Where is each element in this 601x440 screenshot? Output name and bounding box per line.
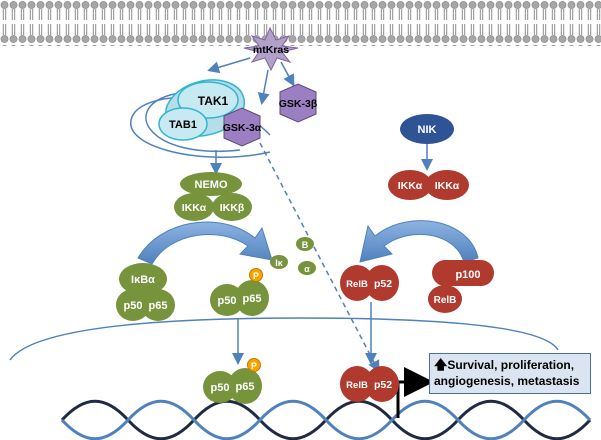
cell-membrane — [0, 0, 601, 46]
mtkras-node[interactable]: mtKras — [243, 26, 299, 72]
arrow-mtkras-tak1 — [207, 57, 251, 74]
dashed-arrow-gsk3a-relb — [259, 142, 380, 373]
p100-relb-complex[interactable]: p100 RelB — [428, 260, 494, 313]
p65-b-label: p65 — [243, 293, 262, 305]
gsk3a-node[interactable]: GSK-3α — [223, 107, 262, 147]
outcome-text-1: Survival, proliferation, — [447, 358, 575, 372]
canonical-activation-arrow — [137, 221, 273, 265]
p65-c-label: p65 — [236, 381, 255, 393]
p50-p65-phospho-cytoplasm[interactable]: P p50 p65 — [210, 268, 269, 317]
p50-a-label: p50 — [124, 300, 143, 312]
nik-node[interactable]: NIK — [400, 114, 454, 144]
ikk-complex[interactable]: NEMO IKKα IKKβ — [174, 172, 252, 221]
outcome-box: 🡅Survival, proliferation, angiogenesis, … — [429, 353, 591, 394]
ikkb-label: IKKβ — [220, 202, 245, 214]
fragment-b-label: B — [302, 240, 309, 250]
transcription-arrow — [396, 367, 434, 418]
up-arrow-icon: 🡅 — [434, 357, 448, 372]
p50-b-label: p50 — [218, 295, 237, 307]
outcome-line-1: 🡅Survival, proliferation, — [434, 357, 586, 373]
gsk3b-label: GSK-3β — [279, 98, 318, 110]
ikba-p50-p65-complex[interactable]: IκBα p50 p65 — [116, 263, 175, 321]
ikba-label: IκBα — [131, 274, 155, 286]
p65-a-label: p65 — [149, 300, 168, 312]
ikka-left-label: IKKα — [182, 202, 207, 214]
nemo-label: NEMO — [195, 179, 228, 191]
tab1-label: TAB1 — [169, 119, 197, 131]
gsk3a-label: GSK-3α — [223, 122, 262, 134]
dna-helix — [60, 399, 592, 440]
relb-a-label: RelB — [346, 279, 368, 290]
gsk3b-node[interactable]: GSK-3β — [279, 83, 318, 123]
tak1-label: TAK1 — [198, 94, 229, 108]
p100-label: p100 — [455, 269, 480, 281]
phospho-b-label: P — [253, 271, 259, 281]
ikka-right-1-label: IKKα — [398, 180, 423, 192]
nuclear-membrane — [9, 317, 559, 361]
p52-b-label: p52 — [374, 379, 392, 391]
p52-a-label: p52 — [374, 278, 392, 290]
arrow-mtkras-gsk3b — [280, 61, 295, 87]
outcome-line-2: angiogenesis, metastasis — [434, 374, 580, 388]
fragment-alpha-label: α — [304, 264, 310, 274]
relb-p52-nucleus[interactable]: RelB p52 — [340, 366, 399, 402]
fragment-ik-label: Iκ — [275, 258, 284, 268]
ikka-dimer[interactable]: IKKα IKKα — [388, 170, 469, 200]
arrow-mtkras-gsk3a — [257, 69, 270, 105]
nik-label: NIK — [418, 124, 437, 136]
noncanonical-activation-arrow — [359, 220, 479, 263]
relb-p52-cytoplasm[interactable]: RelB p52 — [340, 265, 399, 301]
mtkras-label: mtKras — [253, 44, 289, 56]
p50-c-label: p50 — [211, 382, 230, 394]
phospho-c-label: P — [251, 361, 257, 371]
relb-c-label: RelB — [434, 295, 457, 306]
ikka-right-2-label: IKKα — [435, 180, 460, 192]
p50-p65-phospho-nucleus[interactable]: P p50 p65 — [203, 358, 262, 405]
relb-b-label: RelB — [346, 380, 368, 391]
ikba-fragments: B Iκ α — [270, 237, 316, 275]
